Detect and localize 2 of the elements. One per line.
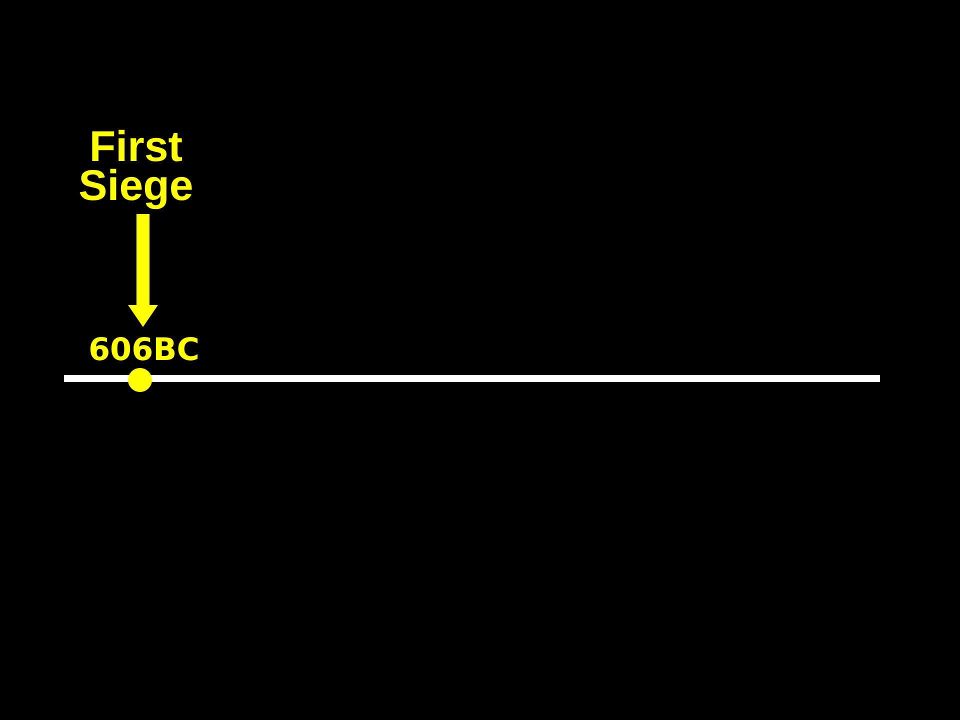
date-label: 606BC xyxy=(84,333,204,367)
arrow xyxy=(128,214,158,327)
